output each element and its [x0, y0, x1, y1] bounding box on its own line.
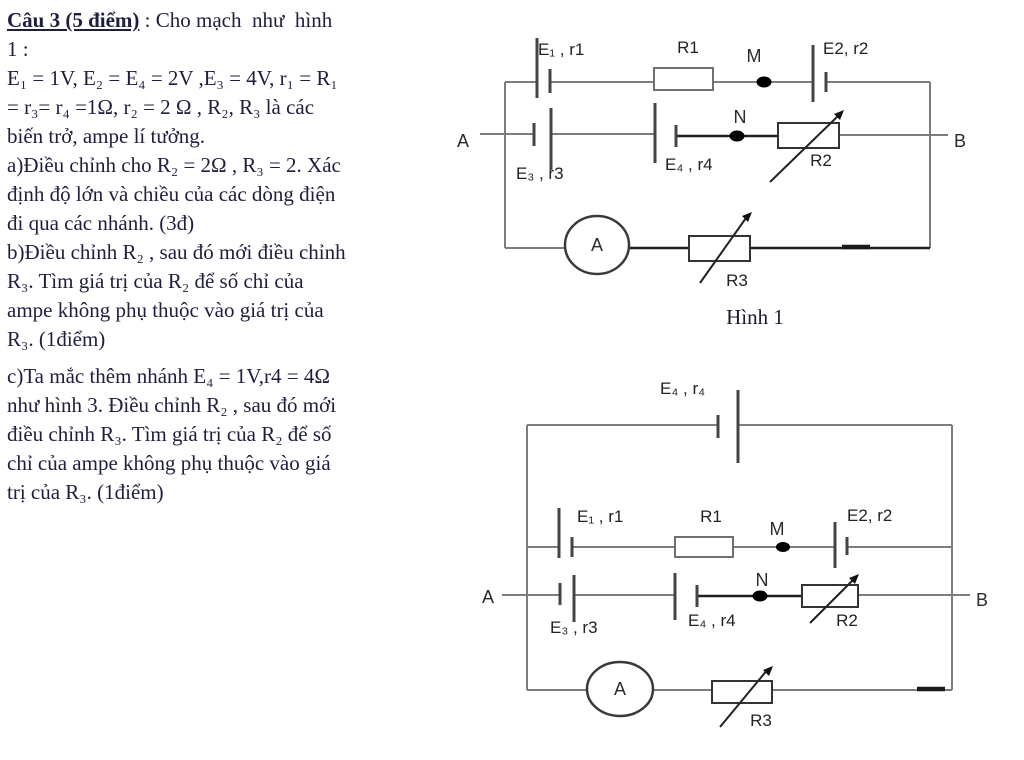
problem-line: R₃. Tìm giá trị của R₂ để số chỉ của — [7, 269, 304, 293]
battery-e1-symbol — [557, 508, 574, 558]
problem-line: biến trở, ampe lí tưởng. — [7, 124, 206, 148]
battery-e4-symbol — [673, 573, 699, 620]
node-m-dot — [756, 76, 772, 88]
node-n-dot — [752, 590, 768, 602]
battery-e3-symbol — [532, 108, 553, 170]
rheostat-r2-symbol — [769, 110, 844, 183]
circuit1-wires — [480, 81, 948, 250]
ammeter-label: A — [591, 235, 603, 255]
battery-e4-label: E₄ , r4 — [665, 155, 713, 174]
rheostat-r3-symbol — [711, 666, 773, 728]
problem-line: định độ lớn và chiều của các dòng điện — [7, 182, 336, 206]
problem-line: 1 : — [7, 37, 29, 61]
problem-line: trị của R₃. (1điểm) — [7, 480, 164, 504]
problem-line: E₁ = 1V, E₂ = E₄ = 2V ,E₃ = 4V, r₁ = R₁ — [7, 66, 338, 90]
node-n-dot — [729, 130, 745, 142]
circuit3-wires — [502, 424, 970, 692]
node-a-label: A — [482, 587, 494, 607]
battery-e3-label: E₃ , r3 — [550, 618, 598, 637]
problem-heading-rest: : Cho mạch như hình — [139, 8, 333, 32]
battery-e1-symbol — [535, 38, 552, 98]
node-b-label: B — [976, 590, 988, 610]
battery-e3-symbol — [558, 575, 576, 622]
problem-line: c)Ta mắc thêm nhánh E₄ = 1V,r4 = 4Ω — [7, 364, 330, 388]
battery-e4-top-symbol — [716, 390, 740, 463]
resistor-r1-symbol — [674, 536, 734, 558]
node-m-dot — [776, 542, 790, 552]
figure1-caption: Hình 1 — [726, 305, 784, 329]
battery-e3-label: E₃ , r3 — [516, 164, 564, 183]
problem-line: chỉ của ampe không phụ thuộc vào giá — [7, 451, 331, 475]
battery-e4-label: E₄ , r4 — [688, 611, 736, 630]
resistor-r1-label: R1 — [677, 38, 699, 57]
problem-line: điều chỉnh R₃. Tìm giá trị của R₂ để số — [7, 422, 332, 446]
problem-text: Câu 3 (5 điểm) : Cho mạch như hình 1 : E… — [7, 6, 443, 507]
rheostat-r2-symbol — [801, 574, 859, 624]
battery-e2-symbol — [811, 45, 828, 102]
problem-heading: Câu 3 (5 điểm) — [7, 8, 140, 32]
node-b-label: B — [954, 131, 966, 151]
resistor-r1-label: R1 — [700, 507, 722, 526]
battery-e1-label: E₁ , r1 — [577, 507, 623, 526]
figure3-circuit-diagram: E₄ , r₄ E₁ , r1 R1 M E2, r2 A B E₃ , r3 … — [482, 379, 988, 730]
rheostat-r2-label: R2 — [836, 611, 858, 630]
problem-line: a)Điều chỉnh cho R₂ = 2Ω , R₃ = 2. Xác — [7, 153, 341, 177]
figure1-circuit-diagram: E₁ , r1 R1 M E2, r2 A B E₃ , r3 E₄ , r4 … — [457, 38, 966, 329]
battery-e4-symbol — [653, 103, 678, 163]
battery-e2-label: E2, r2 — [847, 506, 892, 525]
resistor-r1-symbol — [653, 67, 714, 91]
rheostat-r3-symbol — [688, 212, 752, 284]
rheostat-r3-label: R3 — [726, 271, 748, 290]
problem-line: đi qua các nhánh. (3đ) — [7, 211, 195, 235]
battery-e2-label: E2, r2 — [823, 39, 868, 58]
ammeter-symbol: A — [585, 660, 655, 718]
battery-e1-label: E₁ , r1 — [538, 40, 584, 59]
problem-line: b)Điều chỉnh R₂ , sau đó mới điều chỉnh — [7, 240, 346, 264]
node-a-label: A — [457, 131, 469, 151]
ammeter-label: A — [614, 679, 626, 699]
node-m-label: M — [770, 519, 785, 539]
problem-line: R₃. (1điểm) — [7, 327, 106, 351]
problem-line: ampe không phụ thuộc vào giá trị của — [7, 298, 324, 322]
battery-e2-symbol — [833, 522, 849, 568]
problem-line: = r₃= r₄ =1Ω, r₂ = 2 Ω , R₂, R₃ là các — [7, 95, 315, 119]
node-m-label: M — [747, 46, 762, 66]
problem-line: Câu 3 (5 điểm) : Cho mạch như hình — [7, 6, 443, 35]
battery-e4-top-label: E₄ , r₄ — [660, 379, 705, 398]
node-n-label: N — [734, 107, 747, 127]
problem-line: như hình 3. Điều chỉnh R₂ , sau đó mới — [7, 393, 337, 417]
node-n-label: N — [756, 570, 769, 590]
rheostat-r3-label: R3 — [750, 711, 772, 730]
ammeter-symbol: A — [563, 214, 631, 276]
rheostat-r2-label: R2 — [810, 151, 832, 170]
